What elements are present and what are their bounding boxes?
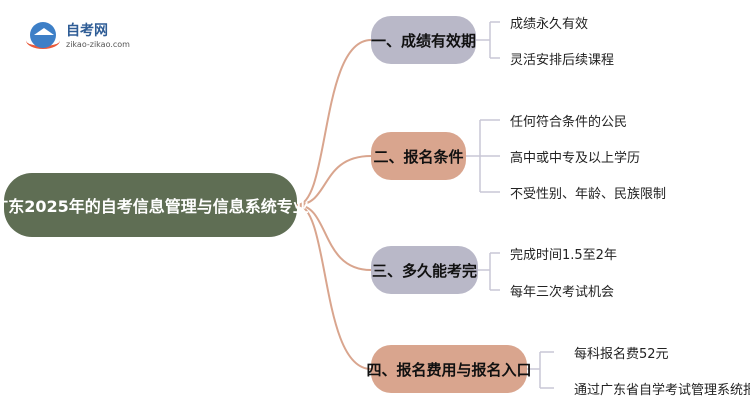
branch-node-1: 一、成绩有效期 [371,16,476,64]
root-to-branch-3 [296,204,372,271]
logo-subtitle: zikao-zikao.com [66,40,130,49]
root-node: 广东2025年的自考信息管理与信息系统专业 [0,173,309,237]
graduation-cap-icon [30,22,56,48]
site-logo[interactable]: 自考网 zikao-zikao.com [26,18,146,54]
leaf-4-2: 通过广东省自学考试管理系统报名 [574,383,750,398]
leaf-4-1: 每科报名费52元 [574,347,669,362]
branch-3-to-leaves [478,252,500,291]
leaf-1-2: 灵活安排后续课程 [510,53,615,68]
leaf-1-1: 成绩永久有效 [510,17,589,32]
branch-node-4: 四、报名费用与报名入口 [367,345,532,393]
branch-node-2: 二、报名条件 [371,132,466,180]
leaf-3-1: 完成时间1.5至2年 [510,248,617,263]
leaf-3-2: 每年三次考试机会 [510,285,615,300]
leaf-2-2: 高中或中专及以上学历 [510,151,641,166]
branch-2-to-leaves [466,119,500,193]
branch-1-to-leaves [476,21,500,59]
logo-title: 自考网 [66,23,108,39]
branch-node-3: 三、多久能考完 [371,246,478,294]
root-to-branch-4 [296,204,372,370]
leaf-2-1: 任何符合条件的公民 [510,115,628,130]
leaf-2-3: 不受性别、年龄、民族限制 [510,187,667,202]
root-to-branch-1 [296,39,372,206]
root-to-branch-2 [296,155,372,206]
cap-shape-icon [34,28,54,35]
branch-4-to-leaves [527,351,554,389]
